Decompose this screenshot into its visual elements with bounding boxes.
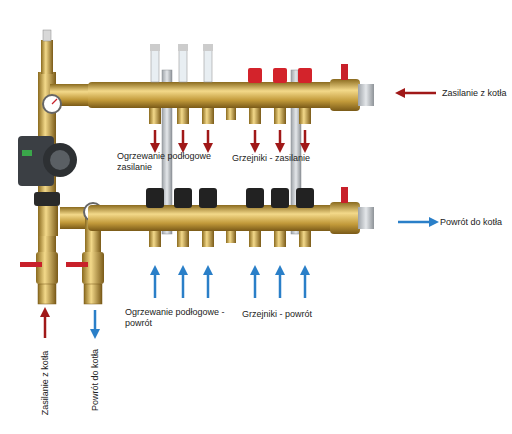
flow-arrow (154, 130, 157, 148)
flow-arrow (182, 270, 185, 298)
pump-cover (50, 150, 70, 170)
outlet-fitting (149, 231, 311, 247)
pipe-fitting (358, 84, 374, 106)
valve-handle (66, 262, 88, 267)
flow-label: Ogrzewanie podłogowe - powrót (125, 307, 237, 329)
flow-arrow (44, 312, 47, 338)
flow-label: Grzejniki - zasilanie (232, 153, 310, 164)
flow-arrow (154, 270, 157, 298)
flow-label: Ogrzewanie podłogowe zasilanie (117, 151, 213, 173)
drain-fitting (226, 108, 236, 120)
flow-label: Zasilanie z kotła (442, 88, 507, 99)
flow-arrow (398, 221, 434, 224)
flow-arrow (207, 130, 210, 148)
valve-body (82, 252, 104, 284)
flow-arrow (182, 130, 185, 148)
pump-motor (43, 143, 77, 177)
flow-arrow (207, 270, 210, 298)
flow-tube (204, 50, 212, 82)
actuator (271, 188, 289, 208)
actuator (296, 188, 314, 208)
flow-arrow (279, 130, 282, 148)
manifold-bar (88, 205, 334, 231)
outlet (202, 231, 214, 247)
air-vent-cap (43, 30, 51, 41)
actuator-cap (146, 188, 314, 208)
valve-body (330, 202, 360, 234)
flow-arrow (254, 130, 257, 148)
valve-handle (341, 187, 348, 203)
outlet (177, 108, 189, 124)
actuator (146, 188, 164, 208)
flow-meter (150, 44, 213, 82)
outlet (149, 108, 161, 124)
valve-body (36, 252, 58, 284)
flow-label: Grzejniki - powrót (242, 309, 312, 320)
valve-handle (341, 64, 348, 80)
flow-cap (203, 44, 213, 51)
outlet (202, 108, 214, 124)
vertical-flow-label: Zasilanie z kotła (40, 351, 51, 416)
outlet (274, 231, 286, 247)
outlet (177, 231, 189, 247)
ball-valve (20, 252, 58, 304)
return-arrows (95, 222, 434, 334)
supply-manifold (88, 44, 374, 124)
valve-body (330, 79, 360, 111)
flow-arrow (279, 270, 282, 298)
outlet (299, 231, 311, 247)
flow-label: Powrót do kotła (440, 217, 502, 228)
actuator (246, 188, 264, 208)
ball-valve (66, 252, 104, 304)
air-vent (41, 40, 53, 74)
outlet (299, 108, 311, 124)
pump-indicator (22, 150, 32, 156)
gauge-needle (52, 99, 57, 104)
outlet (274, 108, 286, 124)
flow-arrow (304, 270, 307, 298)
thermometer-gauge (43, 95, 61, 113)
outlet (149, 231, 161, 247)
flow-tube (179, 50, 187, 82)
vertical-flow-label: Powrót do kotła (90, 349, 101, 411)
outlet-fitting (149, 108, 311, 124)
flow-arrow (400, 92, 436, 95)
thermostatic-head (34, 192, 60, 206)
pipe-fitting (358, 207, 374, 229)
flow-cap (150, 44, 160, 51)
outlet (249, 108, 261, 124)
drain-fitting (226, 231, 236, 243)
return-manifold (88, 187, 374, 247)
pipe-fitting (38, 284, 56, 304)
actuator (174, 188, 192, 208)
flow-arrow (94, 310, 97, 334)
valve-cap (248, 68, 262, 83)
actuator (199, 188, 217, 208)
flow-tube (151, 50, 159, 82)
valve-handle (20, 262, 42, 267)
flow-cap (178, 44, 188, 51)
valve-cap (273, 68, 287, 83)
manifold-bar (88, 82, 334, 108)
valve-cap (298, 68, 312, 83)
supply-arrows (45, 93, 436, 338)
outlet (249, 231, 261, 247)
flow-arrow (304, 130, 307, 148)
flow-arrow (254, 270, 257, 298)
pump-group (18, 30, 92, 262)
pipe-fitting (84, 284, 102, 304)
mixing-valve (38, 206, 58, 236)
balancing-valve (248, 68, 312, 83)
